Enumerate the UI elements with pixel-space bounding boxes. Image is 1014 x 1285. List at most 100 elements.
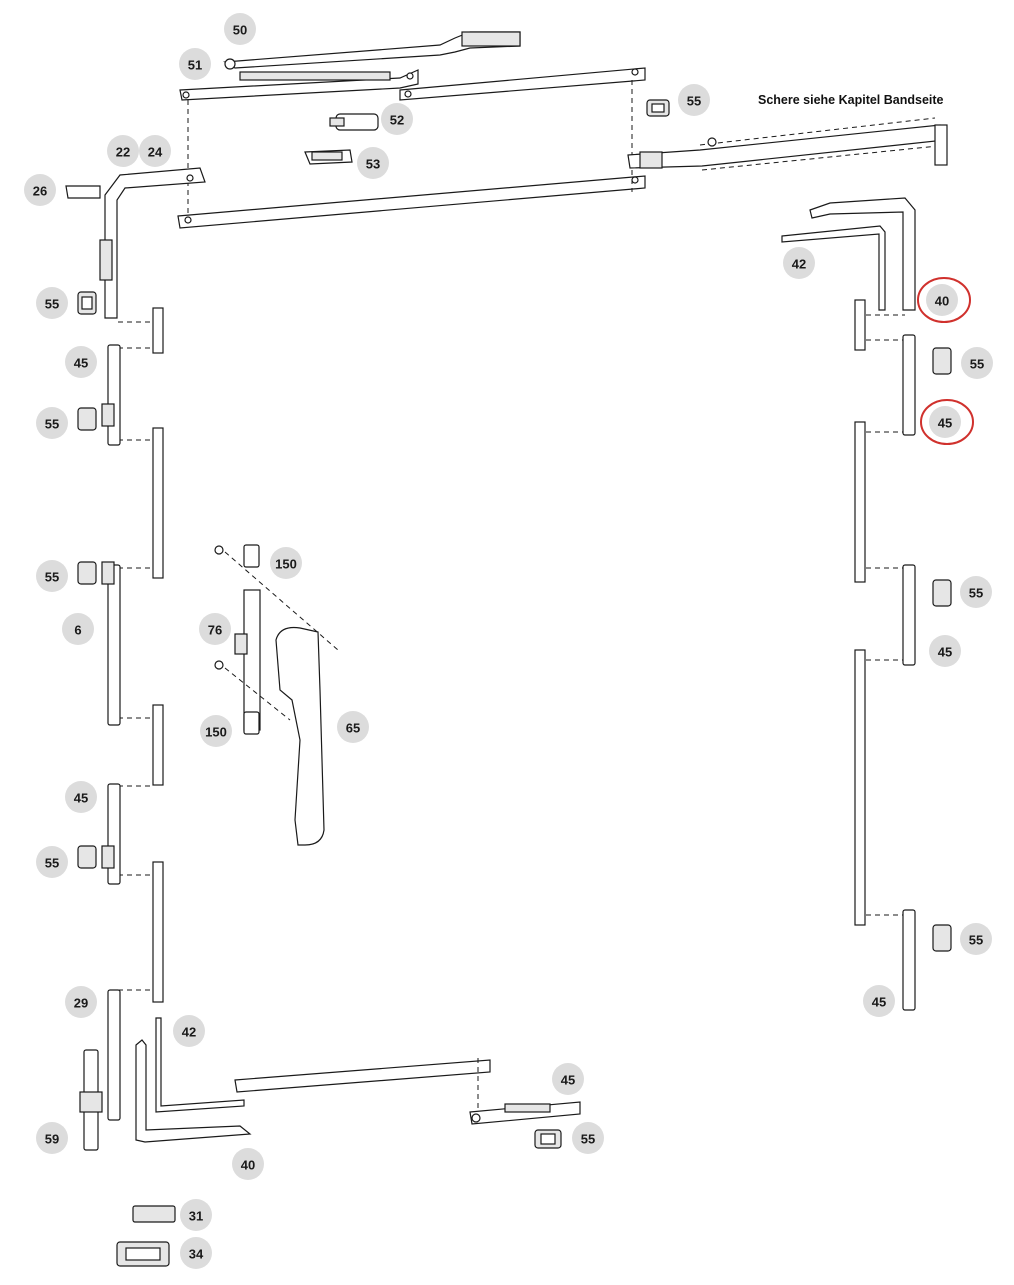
- callout-55: 55: [960, 576, 992, 608]
- part-bottom-rail: [234, 1058, 491, 1108]
- callout-number: 26: [33, 184, 47, 199]
- callout-number: 52: [390, 113, 404, 128]
- callout-45: 45: [863, 985, 895, 1017]
- callout-45: 45: [929, 635, 961, 667]
- callout-42: 42: [173, 1015, 205, 1047]
- callout-circle: [107, 135, 139, 167]
- callout-31: 31: [180, 1199, 212, 1231]
- callout-55: 55: [960, 923, 992, 955]
- callout-number: 34: [189, 1247, 204, 1262]
- part-bottom-corner: [135, 1017, 252, 1143]
- callout-circle: [270, 547, 302, 579]
- callout-40: 40: [232, 1148, 264, 1180]
- callout-52: 52: [381, 103, 413, 135]
- callout-number: 45: [74, 791, 88, 806]
- callout-22: 22: [107, 135, 139, 167]
- callout-76: 76: [199, 613, 231, 645]
- callout-number: 76: [208, 623, 222, 638]
- callout-55: 55: [678, 84, 710, 116]
- callout-150: 150: [270, 547, 302, 579]
- right-rails: [854, 299, 905, 926]
- part-52-slider: [329, 113, 379, 131]
- callout-number: 150: [205, 725, 227, 740]
- scissor-assembly: [627, 117, 948, 171]
- callout-circle: [36, 287, 68, 319]
- callout-number: 150: [275, 557, 297, 572]
- callout-circle: [572, 1122, 604, 1154]
- right-lock-bars: [902, 334, 916, 1011]
- callout-45: 45: [920, 399, 974, 445]
- callout-circle: [926, 284, 958, 316]
- part-top-rail-long: [177, 175, 646, 229]
- callout-50: 50: [224, 13, 256, 45]
- handle-assembly: [214, 544, 339, 846]
- callout-number: 55: [970, 357, 984, 372]
- callout-number: 42: [792, 257, 806, 272]
- callout-55: 55: [36, 407, 68, 439]
- left-rails: [118, 307, 164, 1003]
- callout-number: 59: [45, 1132, 59, 1147]
- callout-badges: 50 51 55 52 53 22 24 26 42 40 55 45 55 45 55 150 55 6 76 55…: [24, 13, 993, 1269]
- callout-55: 55: [36, 846, 68, 878]
- callout-circle: [783, 247, 815, 279]
- callout-circle: [180, 1237, 212, 1269]
- callout-number: 55: [45, 417, 59, 432]
- callout-number: 55: [45, 856, 59, 871]
- callout-number: 22: [116, 145, 130, 160]
- callout-circle: [337, 711, 369, 743]
- callout-number: 45: [872, 995, 886, 1010]
- callout-45: 45: [552, 1063, 584, 1095]
- highlight-ring: [920, 399, 974, 445]
- callout-circle: [36, 560, 68, 592]
- part-31: [132, 1205, 176, 1223]
- callout-number: 55: [969, 586, 983, 601]
- callout-number: 6: [74, 623, 81, 638]
- callout-51: 51: [179, 48, 211, 80]
- callout-number: 40: [935, 294, 949, 309]
- callout-number: 55: [581, 1132, 595, 1147]
- callout-number: 45: [74, 356, 88, 371]
- callout-65: 65: [337, 711, 369, 743]
- callout-circle: [36, 407, 68, 439]
- callout-circle: [200, 715, 232, 747]
- callout-number: 31: [189, 1209, 203, 1224]
- callout-number: 53: [366, 157, 380, 172]
- callout-40: 40: [917, 277, 971, 323]
- callout-circle: [65, 781, 97, 813]
- callout-45: 45: [65, 346, 97, 378]
- callout-circle: [960, 576, 992, 608]
- callout-59: 59: [36, 1122, 68, 1154]
- part-59-keeper: [79, 1049, 103, 1151]
- callout-number: 65: [346, 721, 360, 736]
- callout-6: 6: [62, 613, 94, 645]
- callout-number: 24: [148, 145, 163, 160]
- part-40-right-corner: [809, 197, 916, 311]
- callout-55: 55: [572, 1122, 604, 1154]
- callout-circle: [199, 613, 231, 645]
- callout-55: 55: [961, 347, 993, 379]
- callout-circle: [224, 13, 256, 45]
- callout-circle: [552, 1063, 584, 1095]
- callout-number: 42: [182, 1025, 196, 1040]
- part-55-left-keepers: [77, 407, 97, 869]
- part-55-bottom: [534, 1129, 562, 1149]
- callout-53: 53: [357, 147, 389, 179]
- callout-number: 29: [74, 996, 88, 1011]
- callout-34: 34: [180, 1237, 212, 1269]
- callout-150: 150: [200, 715, 232, 747]
- part-55-top-keeper: [646, 99, 670, 117]
- part-top-rail-short: [399, 67, 646, 101]
- callout-circle: [173, 1015, 205, 1047]
- callout-55: 55: [36, 287, 68, 319]
- callout-45: 45: [65, 781, 97, 813]
- callout-circle: [180, 1199, 212, 1231]
- callout-number: 40: [241, 1158, 255, 1173]
- part-55-left-1: [77, 291, 97, 315]
- callout-number: 45: [938, 416, 952, 431]
- part-22-24-corner: [99, 167, 206, 319]
- callout-circle: [929, 406, 961, 438]
- part-42-right-corner: [781, 225, 886, 311]
- callout-circle: [863, 985, 895, 1017]
